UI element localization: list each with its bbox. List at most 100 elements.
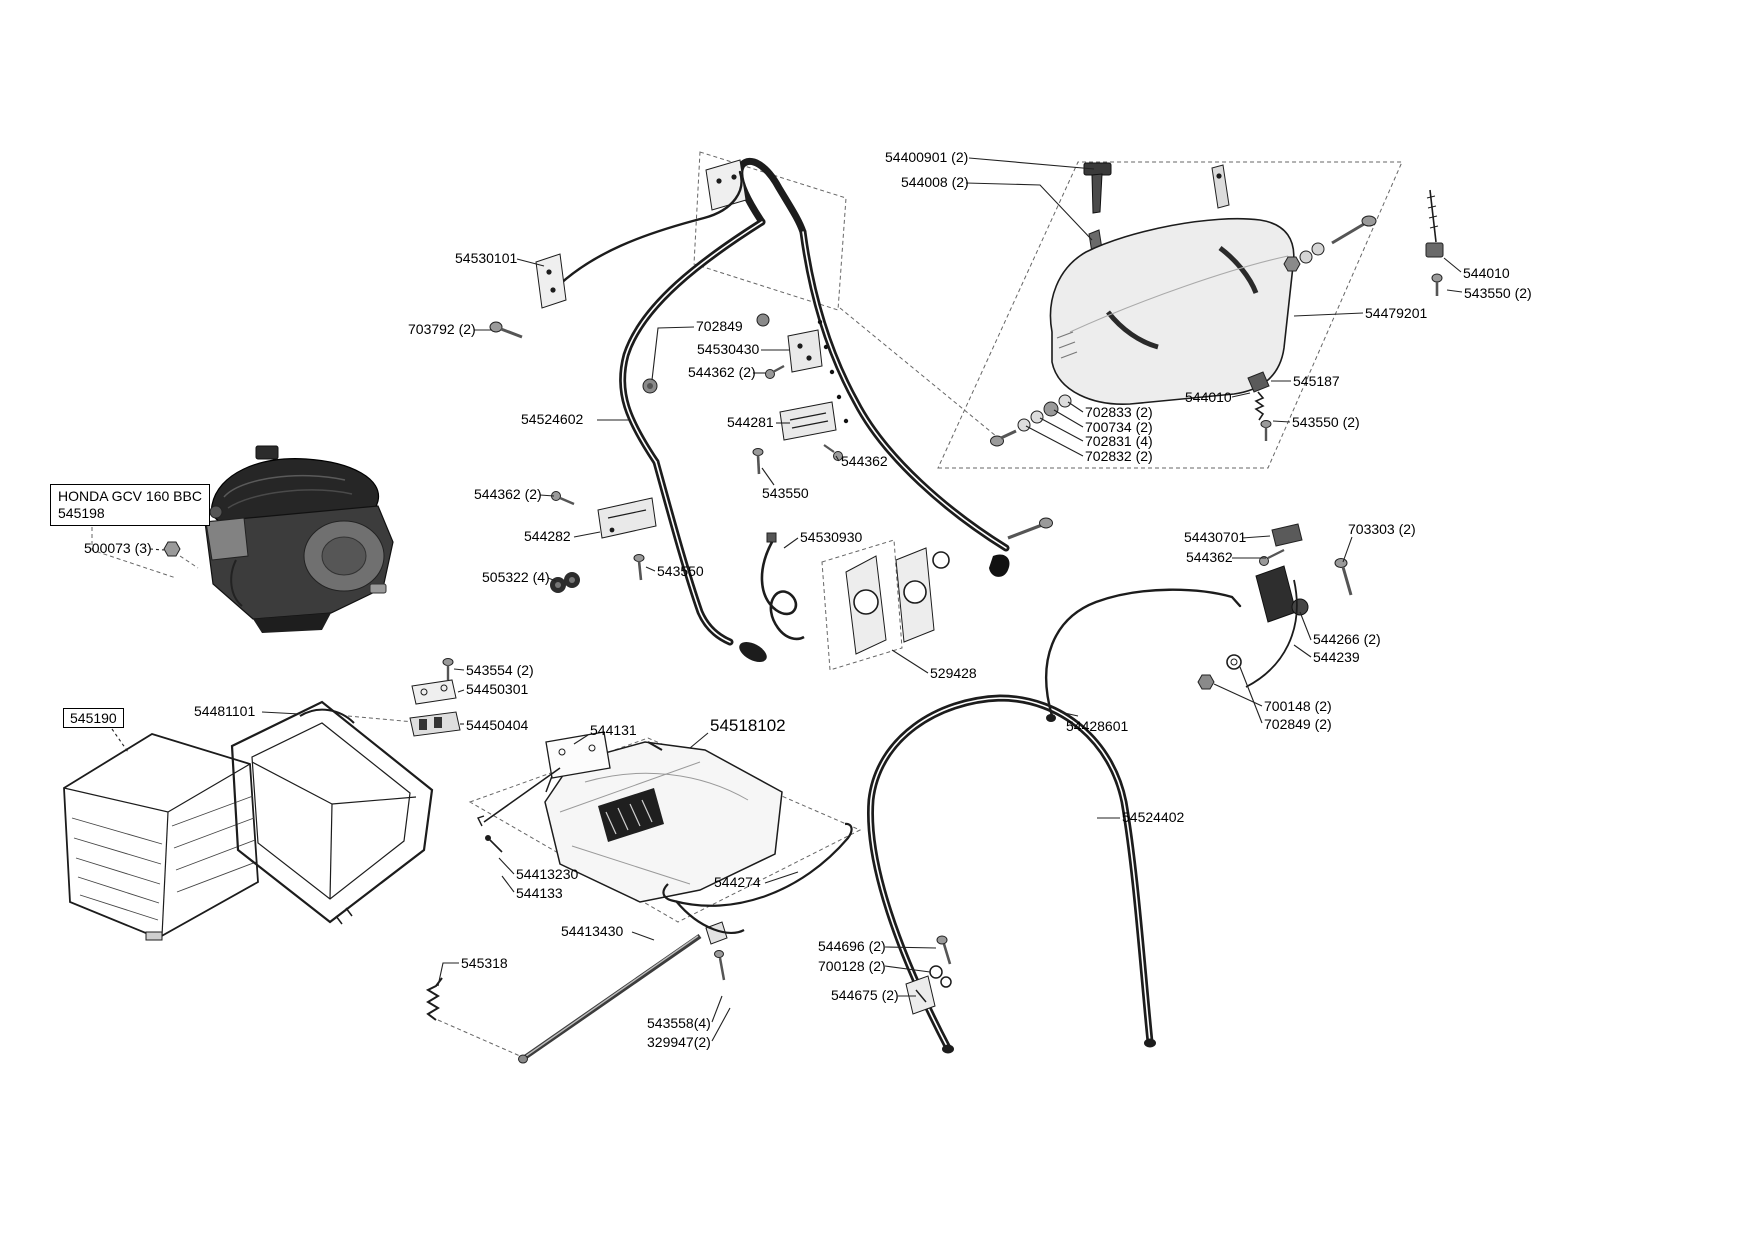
- part-label-choke-lever: 544008 (2): [901, 174, 969, 190]
- leader-line-grommet-505322: [547, 577, 557, 582]
- leader-line-grass-bag: [111, 728, 129, 753]
- throttle-control-drawing: [1049, 162, 1377, 405]
- leader-line-washer-700734: [1053, 409, 1084, 428]
- part-label-upper-handle: 54524602: [521, 411, 584, 427]
- part-label-bracket-54530430: 54530430: [697, 341, 760, 357]
- part-label-cable-end-544010: 544010: [1463, 265, 1510, 281]
- leader-line-console-54479201: [1293, 312, 1364, 317]
- lower-handle-drawing: [866, 694, 1156, 1054]
- part-label-plate-54450301: 54450301: [466, 681, 529, 697]
- leader-line-cable-end-544010: [1443, 257, 1462, 273]
- cable-end-drawing: [1425, 189, 1444, 296]
- rear-bail-drawing: [1045, 588, 1242, 722]
- leader-line-clamp-54430701: [1241, 535, 1271, 539]
- upper-handle-drawing: [619, 157, 1010, 662]
- part-label-plate-54450404: 54450404: [466, 717, 529, 733]
- part-label-bracket-529428: 529428: [930, 665, 977, 681]
- leader-line-nut-702849: [651, 326, 695, 381]
- part-label-nut-700148: 700148 (2): [1264, 698, 1332, 714]
- part-label-nut-500073: 500073 (3): [84, 540, 152, 556]
- leader-line-guard-544274: [764, 871, 799, 884]
- engine-part-number: 545198: [58, 505, 105, 521]
- leader-line-choke-lever: [965, 182, 1093, 241]
- part-label-cable-54530930: 54530930: [800, 529, 863, 545]
- leader-line-bracket-529428: [891, 649, 929, 674]
- guard-bail-drawing: [662, 822, 853, 934]
- leader-line-washer-702832: [1025, 425, 1084, 457]
- leader-line-brake-bail: [516, 258, 545, 267]
- spring-545318-drawing: [425, 977, 443, 1021]
- handle-fasteners-drawing: [642, 313, 770, 394]
- leader-lines: [111, 157, 1463, 1042]
- bracket-544281-drawing: [752, 401, 843, 475]
- cable-54530930-drawing: [760, 532, 805, 641]
- part-label-grommet-505322: 505322 (4): [482, 569, 550, 585]
- part-label-washer-702832: 702832 (2): [1085, 448, 1153, 464]
- part-label-guard-544274: 544274: [714, 874, 761, 890]
- leader-line-bolt-543558: [711, 995, 723, 1023]
- grommet-505322-drawing: [550, 572, 580, 593]
- leader-line-rod-544133: [501, 875, 515, 893]
- leader-line-screw-543550-a: [761, 467, 775, 486]
- part-label-clamp-54430701: 54430701: [1184, 529, 1247, 545]
- plate-544131-drawing: [545, 731, 611, 793]
- leader-line-screw-544362-b: [835, 455, 840, 462]
- part-label-washer-702833: 702833 (2): [1085, 404, 1153, 420]
- part-label-brake-bail: 54530101: [455, 250, 518, 266]
- part-label-screw-544362-a: 544362 (2): [688, 364, 756, 380]
- part-label-washer-700734: 700734 (2): [1085, 419, 1153, 435]
- part-label-rod-544133: 544133: [516, 885, 563, 901]
- part-label-bracket-544281: 544281: [727, 414, 774, 430]
- part-label-screw-543550-c: 543550 (2): [1464, 285, 1532, 301]
- part-label-bolt-703792: 703792 (2): [408, 321, 476, 337]
- part-label-throttle-lever: 54400901 (2): [885, 149, 969, 165]
- rear-cover-drawing: [544, 741, 783, 903]
- part-label-bracket-544675: 544675 (2): [831, 987, 899, 1003]
- part-label-screw-544362-b: 544362: [841, 453, 888, 469]
- part-label-screw-543550-a: 543550: [762, 485, 809, 501]
- bracket-529428-drawing: [845, 547, 950, 655]
- part-label-console-54479201: 54479201: [1365, 305, 1428, 321]
- leader-line-washer-700128: [884, 965, 931, 973]
- leader-line-screw-543550-c: [1446, 289, 1463, 293]
- bolt-703792-drawing: [489, 321, 523, 339]
- leader-line-nut-500073: [149, 548, 165, 551]
- part-label-washer-700128: 700128 (2): [818, 958, 886, 974]
- leader-line-spring-545318: [437, 962, 459, 987]
- part-label-clip-329947: 329947(2): [647, 1034, 711, 1050]
- engine-drawing: [163, 445, 394, 633]
- engine-info-box: HONDA GCV 160 BBC 545198: [50, 484, 210, 526]
- leader-line-screw-543554: [453, 668, 465, 671]
- part-label-screw-544362-d: 544362: [1186, 549, 1233, 565]
- part-label-screw-543550-b: 543550: [657, 563, 704, 579]
- part-label-bolt-703303: 703303 (2): [1348, 521, 1416, 537]
- part-label-washer-702831: 702831 (4): [1085, 433, 1153, 449]
- grass-bag-drawing: [63, 733, 259, 941]
- leader-line-bolt-544696: [884, 946, 937, 949]
- brake-bail-drawing: [535, 170, 743, 309]
- leader-line-cable-54530930: [783, 537, 799, 549]
- leader-line-knob-544266: [1299, 611, 1312, 641]
- part-label-spring-545318: 545318: [461, 955, 508, 971]
- leader-line-bag-frame: [261, 711, 301, 715]
- leader-line-fitting-544010: [1231, 392, 1251, 398]
- part-label-screw-544362-c: 544362 (2): [474, 486, 542, 502]
- leader-line-bolt-703303: [1342, 536, 1353, 563]
- part-label-washer-702849: 702849 (2): [1264, 716, 1332, 732]
- leader-line-plate-54450301: [457, 689, 465, 693]
- part-label-rod-54413230: 54413230: [516, 866, 579, 882]
- speed-control-drawing: [1197, 523, 1353, 690]
- bag-frame-drawing: [230, 700, 434, 925]
- part-label-nut-702849: 702849: [696, 318, 743, 334]
- leader-line-nut-700148: [1213, 683, 1263, 707]
- part-label-screw-543554: 543554 (2): [466, 662, 534, 678]
- part-label-fitting-545187: 545187: [1293, 373, 1340, 389]
- part-label-bolt-544696: 544696 (2): [818, 938, 886, 954]
- bolt-544362-handle-drawing: [989, 517, 1053, 577]
- leader-line-washer-702831: [1039, 417, 1084, 442]
- part-label-bolt-543558: 543558(4): [647, 1015, 711, 1031]
- leader-line-clip-329947: [711, 1007, 731, 1042]
- leader-line-plate-544131: [573, 734, 589, 745]
